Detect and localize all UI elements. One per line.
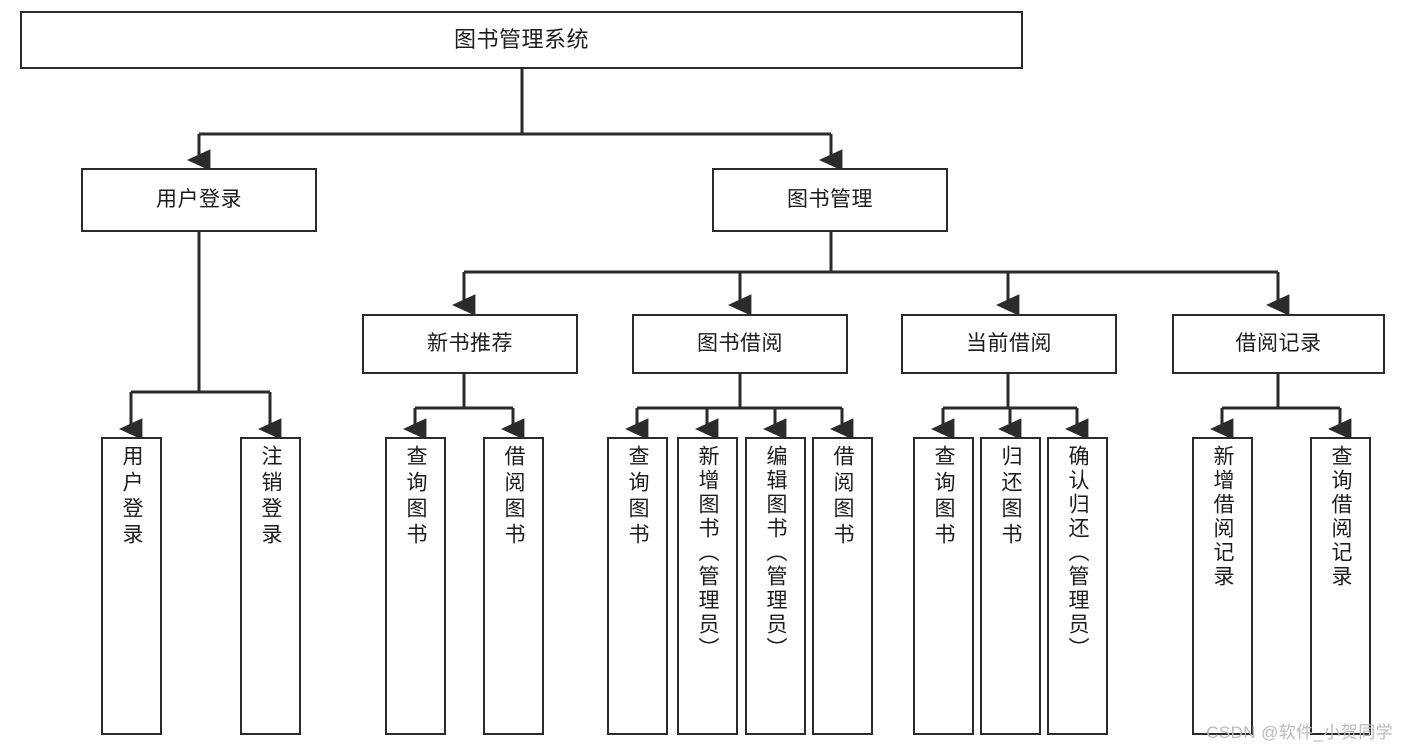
node-label: 图书管理系统 [453, 27, 589, 53]
node-user-login[interactable]: 用户登录 [81, 168, 317, 232]
node-borrow-record[interactable]: 借阅记录 [1172, 314, 1385, 374]
node-label: 查询图书 [932, 445, 955, 549]
node-label: 借阅图书 [831, 445, 854, 549]
node-label: 新增借阅记录 [1211, 445, 1234, 589]
node-label: 借阅记录 [1235, 331, 1322, 355]
node-current-borrow[interactable]: 当前借阅 [901, 314, 1117, 374]
leaf-query-book-current[interactable]: 查询图书 [913, 437, 974, 735]
node-label: 借阅图书 [502, 445, 525, 549]
leaf-confirm-return-admin[interactable]: 确认归还（管理员） [1047, 437, 1108, 735]
node-book-management-system[interactable]: 图书管理系统 [20, 11, 1023, 69]
leaf-query-book-recommend[interactable]: 查询图书 [385, 437, 446, 735]
node-label: 查询借阅记录 [1329, 445, 1352, 589]
leaf-borrow-book-recommend[interactable]: 借阅图书 [483, 437, 544, 735]
leaf-query-book-borrow[interactable]: 查询图书 [607, 437, 668, 735]
node-label: 用户登录 [120, 445, 143, 549]
node-book-management[interactable]: 图书管理 [712, 168, 948, 232]
node-label: 编辑图书（管理员） [764, 445, 787, 661]
node-new-book-recommend[interactable]: 新书推荐 [362, 314, 578, 374]
node-label: 查询图书 [626, 445, 649, 549]
leaf-return-book[interactable]: 归还图书 [980, 437, 1041, 735]
leaf-add-borrow-record[interactable]: 新增借阅记录 [1192, 437, 1253, 735]
node-label: 新增图书（管理员） [696, 445, 719, 661]
node-label: 新书推荐 [427, 331, 513, 355]
leaf-logout-login[interactable]: 注销登录 [240, 437, 301, 735]
leaf-add-book-admin[interactable]: 新增图书（管理员） [677, 437, 738, 735]
node-label: 用户登录 [156, 187, 242, 211]
leaf-query-borrow-record[interactable]: 查询借阅记录 [1310, 437, 1371, 735]
csdn-watermark: CSDN @软件_小贺同学 [1206, 723, 1393, 742]
node-label: 确认归还（管理员） [1066, 445, 1089, 661]
leaf-edit-book-admin[interactable]: 编辑图书（管理员） [745, 437, 806, 735]
leaf-borrow-book[interactable]: 借阅图书 [812, 437, 873, 735]
node-book-borrow[interactable]: 图书借阅 [632, 314, 848, 374]
node-label: 图书管理 [787, 187, 873, 211]
node-label: 当前借阅 [966, 331, 1052, 355]
leaf-user-login[interactable]: 用户登录 [101, 437, 162, 735]
node-label: 查询图书 [404, 445, 427, 549]
node-label: 图书借阅 [697, 331, 783, 355]
node-label: 注销登录 [259, 445, 282, 549]
node-label: 归还图书 [999, 445, 1022, 549]
